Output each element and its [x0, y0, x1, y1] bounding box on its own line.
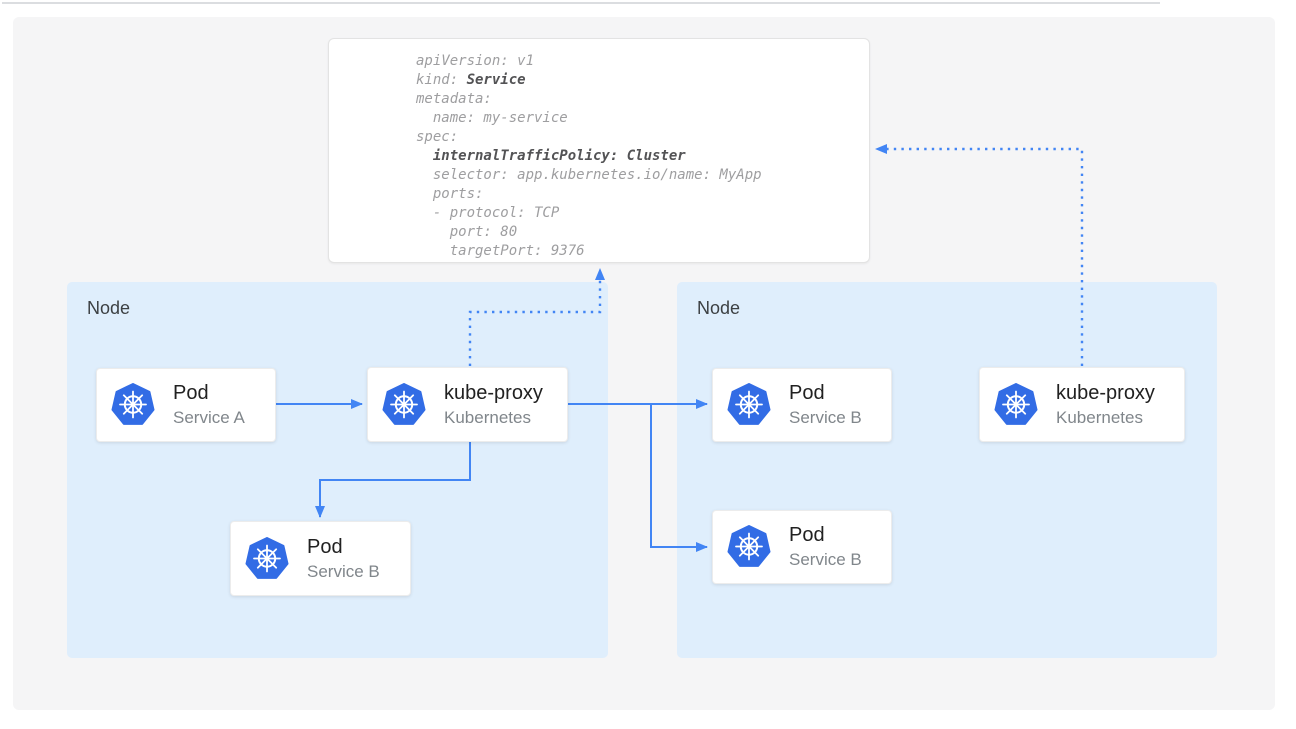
node-label: Node: [697, 298, 741, 318]
card-subtitle: Service B: [789, 408, 862, 427]
yaml-code-line: ports:: [416, 186, 484, 202]
card-title: Pod: [307, 535, 343, 558]
yaml-code-line: selector: app.kubernetes.io/name: MyApp: [416, 167, 762, 183]
yaml-code-line: kind: Service: [416, 72, 526, 88]
kubernetes-logo-icon: [994, 382, 1038, 425]
node-box-right: Node: [677, 282, 1217, 658]
yaml-code-line: targetPort: 9376: [416, 243, 585, 259]
pod-card-service-b-right-bottom: Pod Service B: [712, 510, 892, 584]
kubernetes-logo-icon: [727, 525, 771, 567]
card-title: Pod: [789, 524, 825, 546]
pod-card-service-b-left: Pod Service B: [230, 521, 411, 596]
yaml-code-line: metadata:: [416, 91, 492, 107]
yaml-code-line: port: 80: [416, 224, 518, 240]
card-title: Pod: [173, 382, 209, 404]
pod-card-service-a: Pod Service A: [96, 368, 276, 442]
node-label: Node: [87, 298, 131, 318]
card-title: kube-proxy: [444, 381, 543, 404]
card-title: kube-proxy: [1056, 381, 1155, 404]
card-subtitle: Service A: [173, 408, 245, 427]
kubernetes-logo-icon: [727, 383, 771, 425]
service-yaml-card: apiVersion: v1 kind: Service metadata: nam…: [328, 38, 870, 263]
card-subtitle: Service B: [789, 550, 862, 569]
yaml-code-line: - protocol: TCP: [416, 205, 560, 221]
yaml-code-line: internalTrafficPolicy: Cluster: [432, 148, 686, 164]
node-box-left: Node: [67, 282, 608, 658]
card-subtitle: Kubernetes: [1056, 407, 1143, 427]
kube-proxy-card-left: kube-proxy Kubernetes: [367, 367, 568, 442]
kube-proxy-card-right: kube-proxy Kubernetes: [979, 367, 1185, 442]
yaml-code-line: name: my-service: [416, 110, 568, 126]
yaml-code-line: apiVersion: v1: [416, 53, 535, 69]
top-divider-rule: [2, 2, 1160, 4]
yaml-code-line: spec:: [416, 129, 459, 145]
kubernetes-logo-icon: [111, 383, 155, 425]
card-title: Pod: [789, 382, 825, 404]
yaml-code: apiVersion: v1 kind: Service metadata: nam…: [416, 52, 869, 261]
card-subtitle: Kubernetes: [444, 407, 531, 427]
pod-card-service-b-right-top: Pod Service B: [712, 368, 892, 442]
card-subtitle: Service B: [307, 561, 380, 581]
kubernetes-logo-icon: [382, 382, 426, 425]
kubernetes-logo-icon: [245, 536, 289, 579]
